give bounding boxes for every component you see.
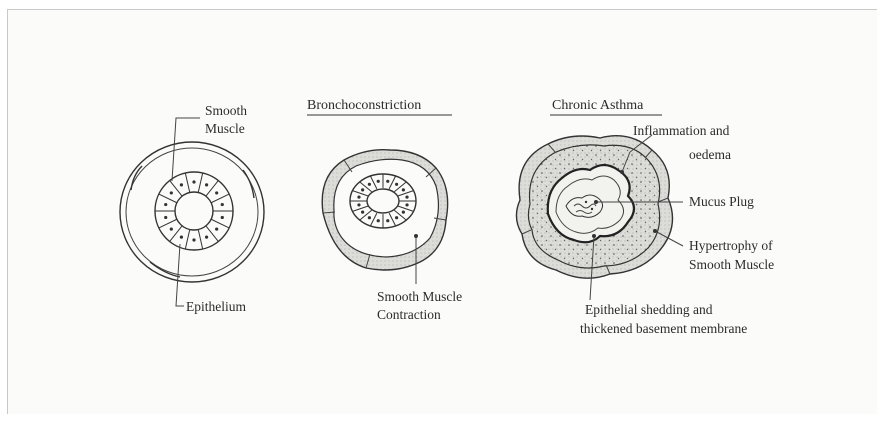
cell-nucleus	[361, 188, 364, 191]
label-inflammation: Inflammation and	[633, 123, 730, 138]
label-epithelial-shedding: Epithelial shedding and	[585, 302, 713, 317]
cell-wall	[198, 173, 202, 192]
cell-nucleus	[164, 216, 167, 219]
cell-nucleus	[192, 238, 195, 241]
cell-wall	[185, 173, 189, 192]
cell-nucleus	[215, 227, 218, 230]
cell-wall	[159, 194, 177, 203]
cell-wall	[211, 194, 229, 203]
label-smooth-muscle: Smooth	[205, 103, 247, 118]
cell-nucleus	[357, 203, 360, 206]
label-smooth-muscle-contraction: Smooth Muscle	[377, 289, 462, 304]
cell-nucleus	[386, 180, 389, 183]
cell-nucleus	[205, 183, 208, 186]
cell-nucleus	[221, 203, 224, 206]
cell-nucleus	[180, 236, 183, 239]
cell-nucleus	[368, 216, 371, 219]
cell-wall	[198, 230, 202, 249]
cell-nucleus	[386, 219, 389, 222]
cell-nucleus	[180, 183, 183, 186]
label-hypertrophy-2: Smooth Muscle	[689, 257, 774, 272]
cell-nucleus	[357, 195, 360, 198]
title-bronchoconstriction: Bronchoconstriction	[307, 98, 421, 113]
cell-wall	[211, 219, 229, 228]
lumen	[175, 192, 213, 230]
cell-nucleus	[395, 183, 398, 186]
cell-nucleus	[221, 216, 224, 219]
label-smooth-muscle-2: Muscle	[205, 121, 245, 136]
cell-nucleus	[361, 211, 364, 214]
cell-nucleus	[164, 203, 167, 206]
chronic-asthma-airway	[516, 135, 683, 300]
cell-nucleus	[170, 191, 173, 194]
cell-nucleus	[170, 227, 173, 230]
cell-wall	[185, 230, 189, 249]
label-mucus-plug: Mucus Plug	[689, 194, 754, 209]
bronchoconstriction-airway	[322, 150, 447, 284]
title-chronic-asthma: Chronic Asthma	[552, 98, 644, 113]
cell-nucleus	[215, 191, 218, 194]
cell-nucleus	[395, 216, 398, 219]
cell-nucleus	[402, 211, 405, 214]
label-epithelium: Epithelium	[186, 299, 246, 314]
cell-nucleus	[405, 195, 408, 198]
label-oedema: oedema	[689, 147, 731, 162]
epithelial-cells	[155, 173, 233, 249]
normal-airway	[120, 118, 264, 306]
cell-nucleus	[377, 180, 380, 183]
outer-wall	[120, 142, 264, 282]
smooth-muscle-layer	[126, 148, 258, 276]
label-hypertrophy: Hypertrophy of	[689, 238, 773, 253]
cell-nucleus	[405, 203, 408, 206]
label-smooth-muscle-contraction-2: Contraction	[377, 307, 441, 322]
label-basement-membrane: thickened basement membrane	[580, 321, 747, 336]
cell-nucleus	[377, 219, 380, 222]
cell-nucleus	[205, 236, 208, 239]
cell-nucleus	[368, 183, 371, 186]
cell-nucleus	[192, 180, 195, 183]
cell-wall	[159, 219, 177, 228]
cell-nucleus	[402, 188, 405, 191]
